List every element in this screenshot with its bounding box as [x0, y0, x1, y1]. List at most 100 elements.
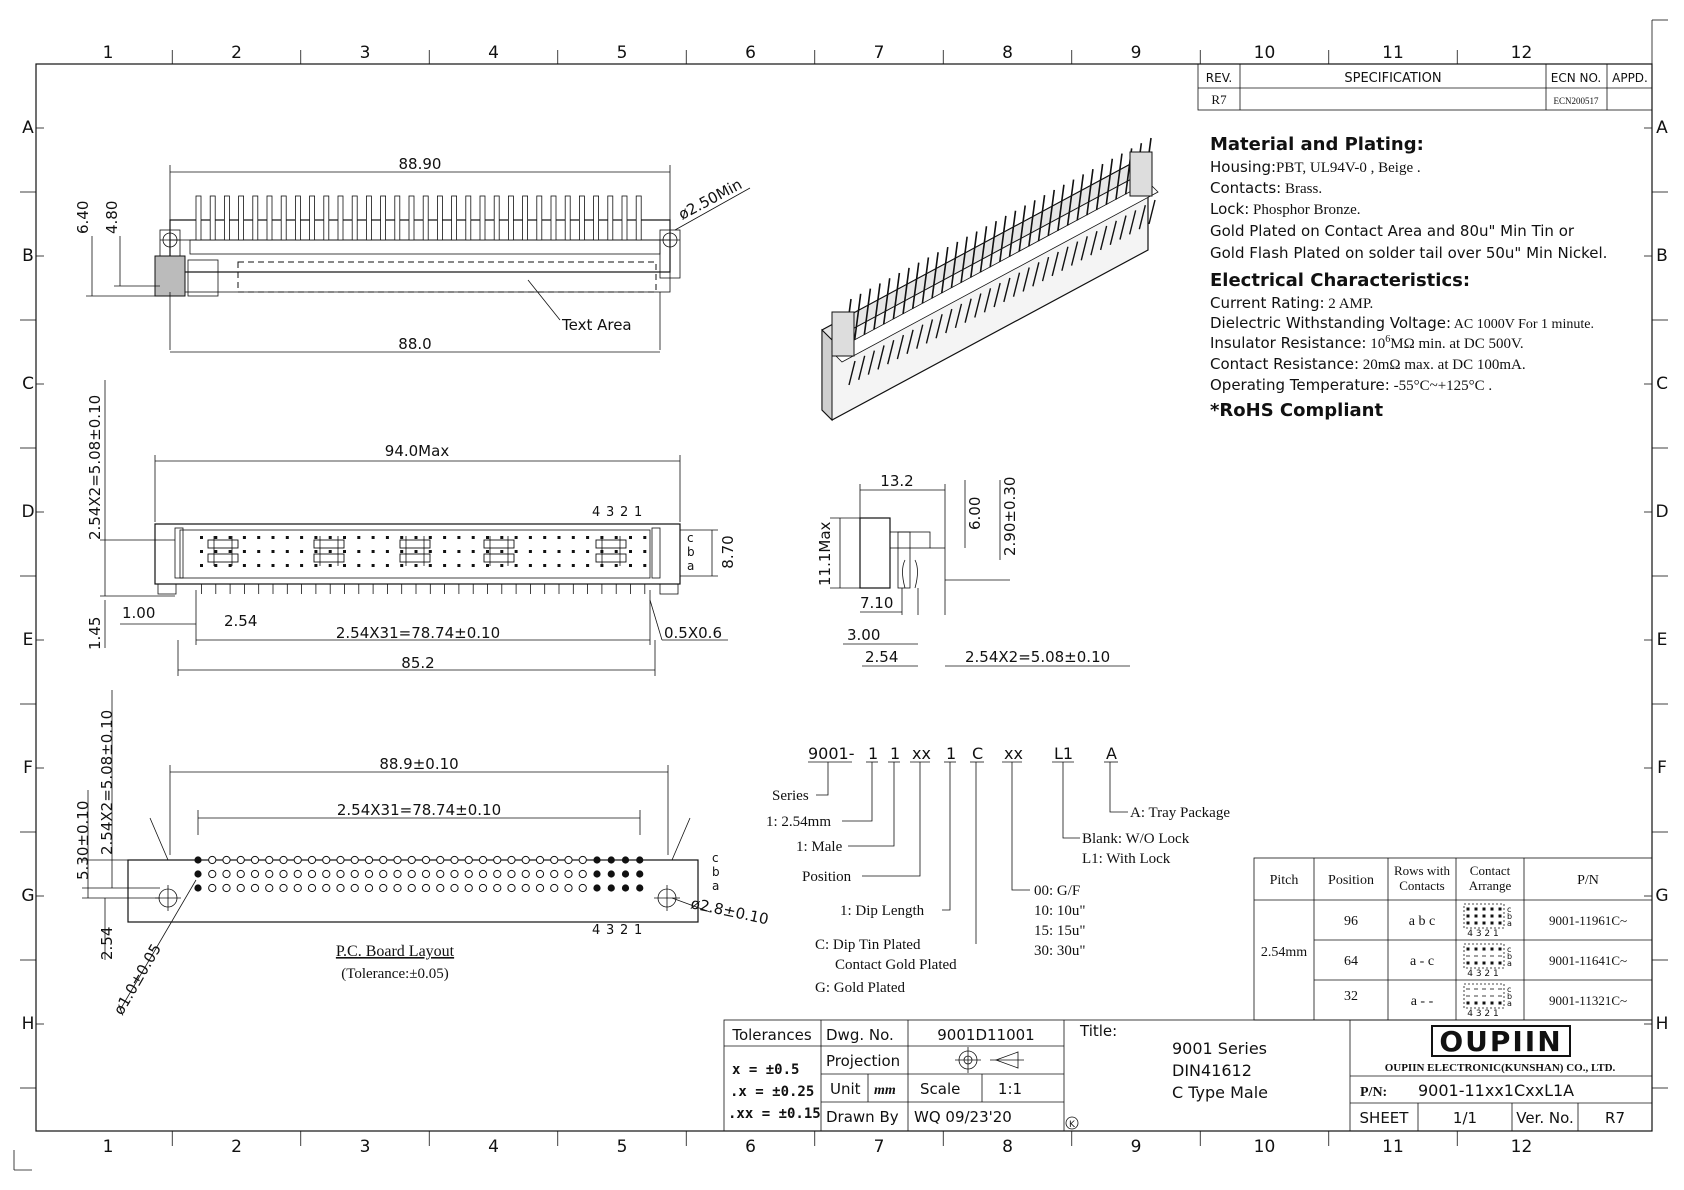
pcb-hole [322, 869, 331, 879]
legend-plating-15: 15: 15u" [1034, 923, 1086, 939]
pcb-hole [393, 869, 402, 879]
side-view-pin [500, 564, 504, 567]
top-view-finger [337, 195, 344, 241]
top-view: 88.90 ø2.50Min 88.0 6.40 4.80 Text Area [74, 155, 751, 353]
dim-end-600: 6.00 [966, 497, 984, 530]
arrange-dot [1474, 1001, 1478, 1005]
iso-top-pin [950, 241, 959, 288]
arrange-box [1463, 983, 1505, 1009]
arrange-nums-1: 4 3 2 1 [1467, 929, 1499, 939]
iso-bottom-pin [1061, 246, 1069, 271]
side-view-pin [528, 550, 532, 553]
top-view-finger [365, 195, 372, 241]
pcb-caption: P.C. Board Layout [336, 943, 455, 960]
pcb-hole [393, 883, 402, 893]
side-view-pin [400, 550, 404, 553]
pcb-hole [194, 884, 202, 892]
pn-pitch-value: 2.54mm [1261, 945, 1307, 960]
insulator-resistance: Insulator Resistance: 106MΩ min. at DC 5… [1210, 334, 1524, 352]
side-view-pin [557, 564, 561, 567]
side-view-pin [543, 550, 547, 553]
side-view-pin [486, 550, 489, 553]
iso-bottom-pin [1070, 241, 1079, 266]
dim-pcb-span: 2.54X31=78.74±0.10 [337, 801, 501, 819]
side-view-pin [257, 536, 261, 539]
side-view-pin [643, 564, 647, 567]
iso-top-pin [940, 246, 949, 294]
material-lock: Lock: Phosphor Bronze. [1210, 200, 1361, 218]
side-view-pin [586, 536, 590, 539]
top-view-finger [209, 195, 216, 241]
pcb-hole [279, 869, 288, 879]
arrange-dot [1482, 961, 1486, 965]
iso-top-pin [1028, 200, 1036, 247]
frame-column-label-top: 5 [617, 43, 628, 63]
iso-bottom-pin [1128, 210, 1137, 235]
pcb-hole [507, 883, 516, 893]
pcb-hole [478, 855, 488, 865]
side-view-pin [443, 564, 447, 567]
side-view-pin [629, 536, 632, 539]
pcb-hole [621, 856, 630, 864]
iso-bottom-pin [1051, 251, 1059, 277]
pcb-hole [194, 870, 202, 878]
pcb-hole [421, 869, 431, 879]
arrange-box [1463, 943, 1505, 969]
side-view-pin [242, 536, 246, 539]
side-view-pin [228, 550, 232, 553]
iso-top-pin [902, 267, 910, 314]
dwg-no-value: 9001D11001 [937, 1026, 1034, 1044]
side-view-contact-group [595, 539, 627, 549]
dim-end-pitch: 2.54X2=5.08±0.10 [965, 648, 1110, 666]
side-view-pin [614, 550, 618, 553]
dim-side-body: 85.2 [401, 654, 434, 672]
side-view-pin [400, 564, 404, 567]
pcb-hole [564, 855, 573, 865]
arrange-dot [1498, 914, 1502, 918]
side-view-pin [443, 536, 447, 539]
side-view-pin [228, 536, 232, 539]
frame-column-label-bottom: 12 [1511, 1137, 1533, 1157]
iso-bottom-pin [906, 329, 914, 355]
top-view-finger [280, 195, 287, 241]
side-view-pin [586, 550, 590, 553]
frame-column-label-top: 6 [745, 43, 756, 63]
tolerance-x2: .xx = ±0.15 [728, 1106, 821, 1122]
iso-top-pin [1076, 174, 1085, 221]
iso-bottom-pin [877, 345, 885, 370]
side-view-pin [528, 564, 532, 567]
frame-row-label-left: D [21, 502, 34, 522]
drawn-by-value: WQ 09/23'20 [914, 1108, 1012, 1126]
pcb-hole [507, 869, 516, 879]
code-token-series: 9001- [808, 744, 855, 763]
pcb-pin-2: 2 [620, 923, 628, 938]
pcb-hole [393, 855, 402, 865]
dim-side-span: 2.54X31=78.74±0.10 [336, 624, 500, 642]
pcb-hole [578, 883, 587, 893]
side-view-pin [271, 536, 275, 539]
iso-bottom-pin [983, 288, 992, 313]
pcb-hole [464, 855, 473, 865]
side-view-pin [343, 550, 346, 553]
tolerance-x1: .x = ±0.25 [730, 1084, 814, 1100]
pcb-hole [521, 855, 530, 865]
top-view-finger [550, 195, 557, 241]
specifications: Material and Plating: Housing:PBT, UL94V… [1210, 134, 1607, 421]
pcb-hole [293, 883, 302, 893]
side-view-pin [514, 536, 518, 539]
frame-column-label-bottom: 10 [1254, 1137, 1276, 1157]
frame-row-label-left: F [23, 758, 33, 778]
frame-column-label-bottom: 11 [1382, 1137, 1404, 1157]
dim-pcb-width: 88.9±0.10 [379, 755, 458, 773]
iso-bottom-pin [1109, 220, 1117, 245]
pcb-hole [208, 855, 217, 865]
iso-top-pin [882, 278, 891, 325]
frame-column-label-bottom: 4 [488, 1137, 499, 1157]
pcb-hole [250, 883, 260, 893]
iso-bottom-pin [867, 350, 876, 375]
pcb-hole [222, 855, 231, 865]
dim-end-290: 2.90±0.30 [1001, 477, 1019, 556]
arrange-dot [1466, 961, 1470, 965]
dim-side-100: 1.00 [122, 604, 155, 622]
